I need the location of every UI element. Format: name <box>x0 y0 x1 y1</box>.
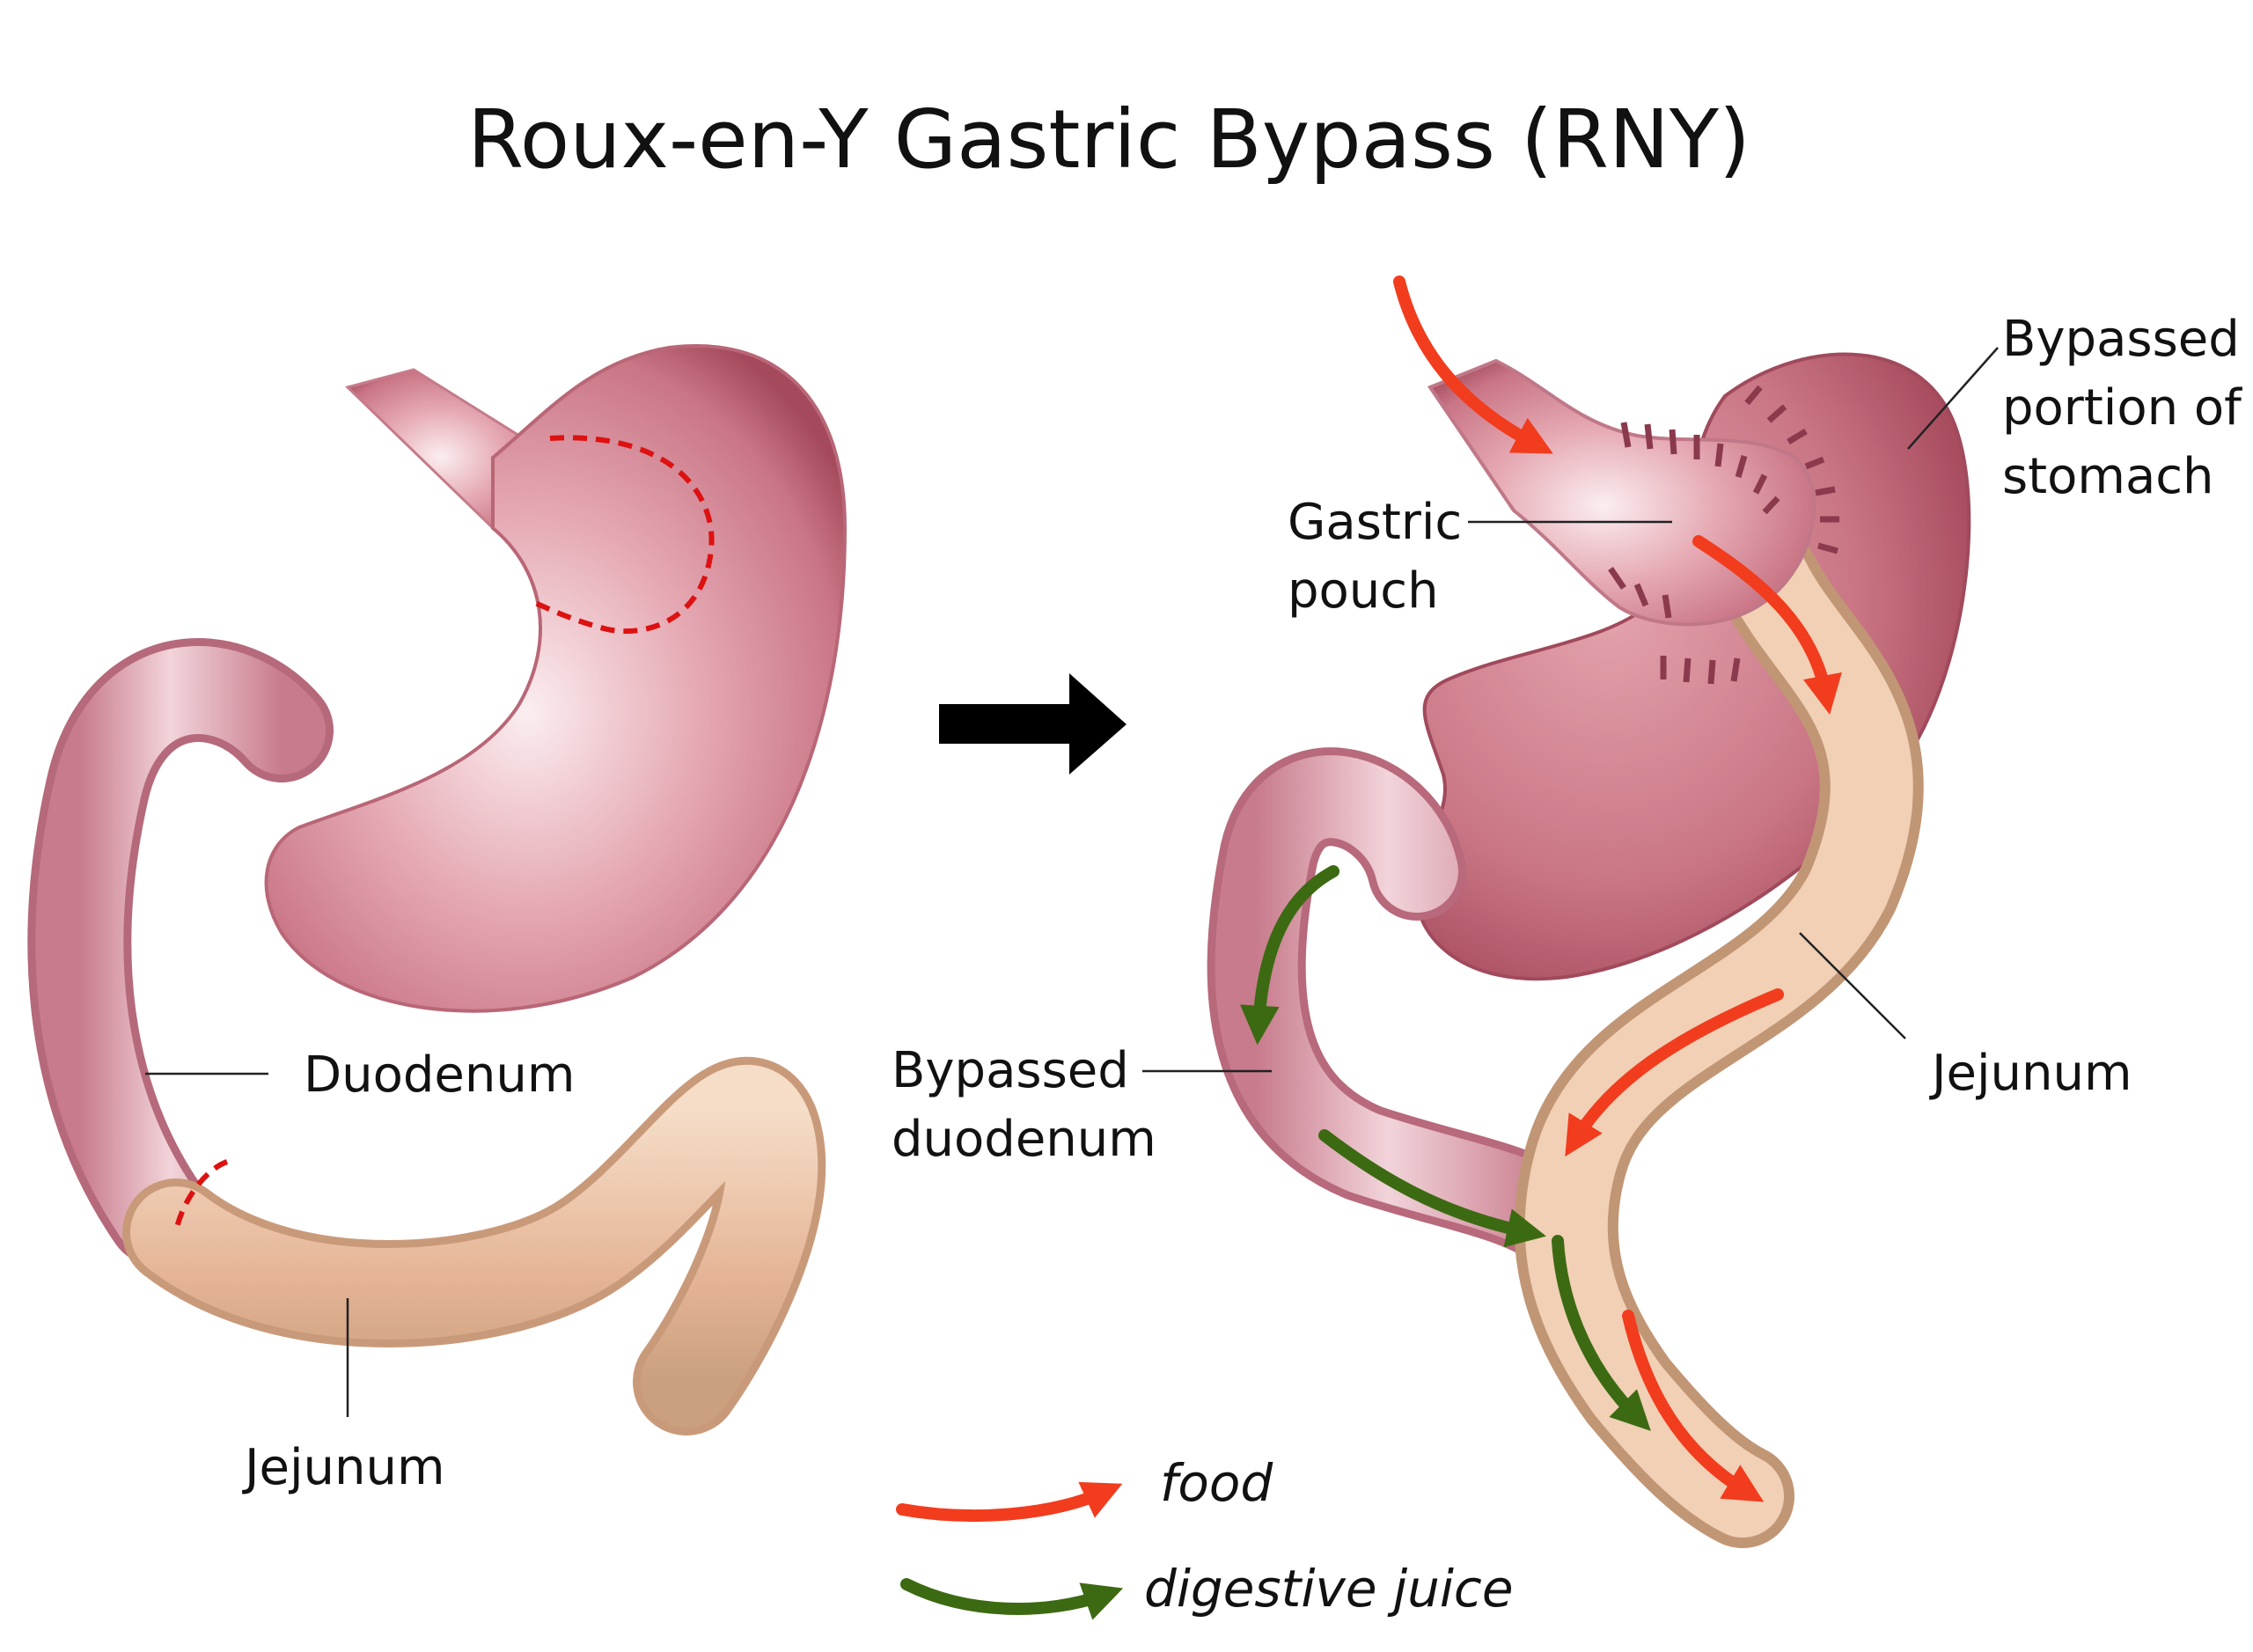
food-arrow-1 <box>1393 275 1553 454</box>
duodenum-cut-line <box>173 1159 229 1233</box>
green-curved-arrow-icon <box>900 1578 1124 1620</box>
before-anatomy: Duodenum Jejunum <box>27 344 848 1496</box>
legend: food digestive juice <box>896 1453 1514 1620</box>
food-arrow-2 <box>1692 535 1842 716</box>
juice-arrows <box>1239 865 1651 1431</box>
label-bypassed-stomach: Bypassed portion of stomach <box>2002 311 2253 505</box>
label-jejunum-before: Jejunum <box>242 1439 445 1496</box>
pouch-cut-line <box>533 435 715 635</box>
label-bypassed-duodenum: Bypassed duodenum <box>892 1042 1156 1168</box>
food-arrow-4 <box>1622 1310 1765 1502</box>
jejunum-after-leader <box>1799 932 1906 1039</box>
label-gastric-pouch: Gastric pouch <box>1288 494 1478 620</box>
legend-food-label: food <box>1160 1453 1273 1513</box>
label-jejunum-after: Jejunum <box>1929 1045 2132 1102</box>
food-arrow-3 <box>1565 988 1784 1157</box>
staple-lines <box>1608 385 1839 685</box>
juice-arrow-1 <box>1239 865 1339 1046</box>
page-title: Roux-en-Y Gastric Bypass (RNY) <box>467 92 1750 187</box>
juice-arrow-2 <box>1318 1129 1546 1248</box>
red-curved-arrow-icon <box>896 1481 1123 1523</box>
after-anatomy: Gastric pouch Bypassed portion of stomac… <box>892 275 2253 1548</box>
bypassed-stomach-leader <box>1907 347 1999 450</box>
stomach <box>264 344 848 1013</box>
food-arrows <box>1393 275 1842 1502</box>
juice-arrow-3 <box>1552 1235 1651 1431</box>
label-duodenum: Duodenum <box>304 1046 575 1104</box>
right-arrow-icon <box>939 673 1126 775</box>
legend-juice-label: digestive juice <box>1144 1559 1514 1619</box>
